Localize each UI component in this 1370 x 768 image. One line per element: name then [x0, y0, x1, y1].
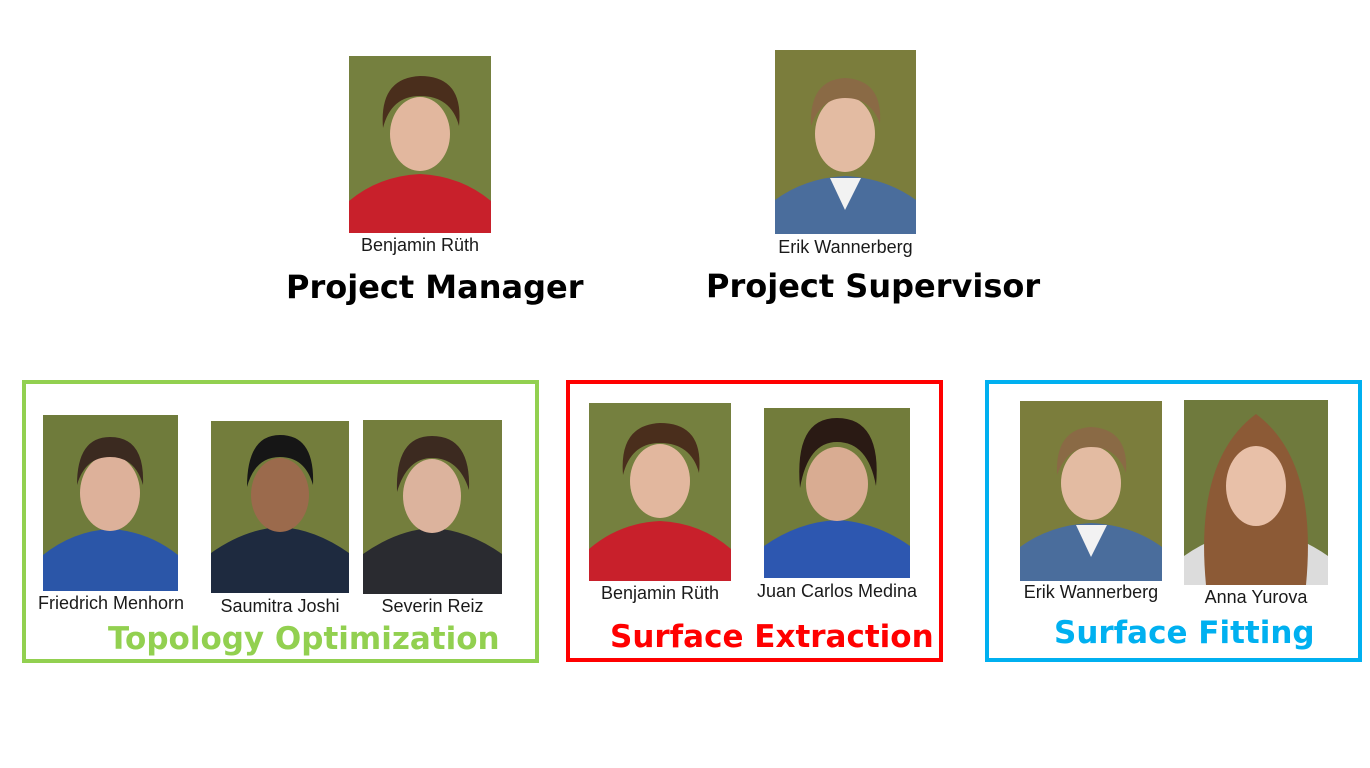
- benjamin-photo: [349, 56, 491, 233]
- supervisor-name: Erik Wannerberg: [778, 237, 913, 257]
- saumitra-photo: [211, 421, 349, 593]
- anna-name: Anna Yurova: [1204, 587, 1308, 607]
- benjamin-extraction-name: Benjamin Rüth: [600, 583, 720, 603]
- juan-name: Juan Carlos Medina: [756, 581, 918, 601]
- erik-photo: [1020, 401, 1162, 581]
- manager-role: Project Manager: [286, 268, 584, 306]
- benjamin-photo: [589, 403, 731, 581]
- fitting-team-box: [985, 380, 1362, 662]
- juan-photo: [764, 408, 910, 578]
- friedrich-photo: [43, 415, 178, 591]
- extraction-team-title: Surface Extraction: [610, 619, 934, 655]
- fitting-team-title: Surface Fitting: [1054, 615, 1315, 651]
- topology-team-box: [22, 380, 539, 663]
- manager-name: Benjamin Rüth: [360, 235, 480, 255]
- anna-photo: [1184, 400, 1328, 585]
- erik-fitting-name: Erik Wannerberg: [1023, 582, 1159, 602]
- severin-photo: [363, 420, 502, 594]
- topology-team-title: Topology Optimization: [108, 621, 500, 657]
- erik-photo: [775, 50, 916, 234]
- supervisor-role: Project Supervisor: [706, 267, 1041, 305]
- extraction-team-box: [566, 380, 943, 662]
- friedrich-name: Friedrich Menhorn: [37, 593, 185, 613]
- saumitra-name: Saumitra Joshi: [220, 596, 340, 616]
- severin-name: Severin Reiz: [381, 596, 484, 616]
